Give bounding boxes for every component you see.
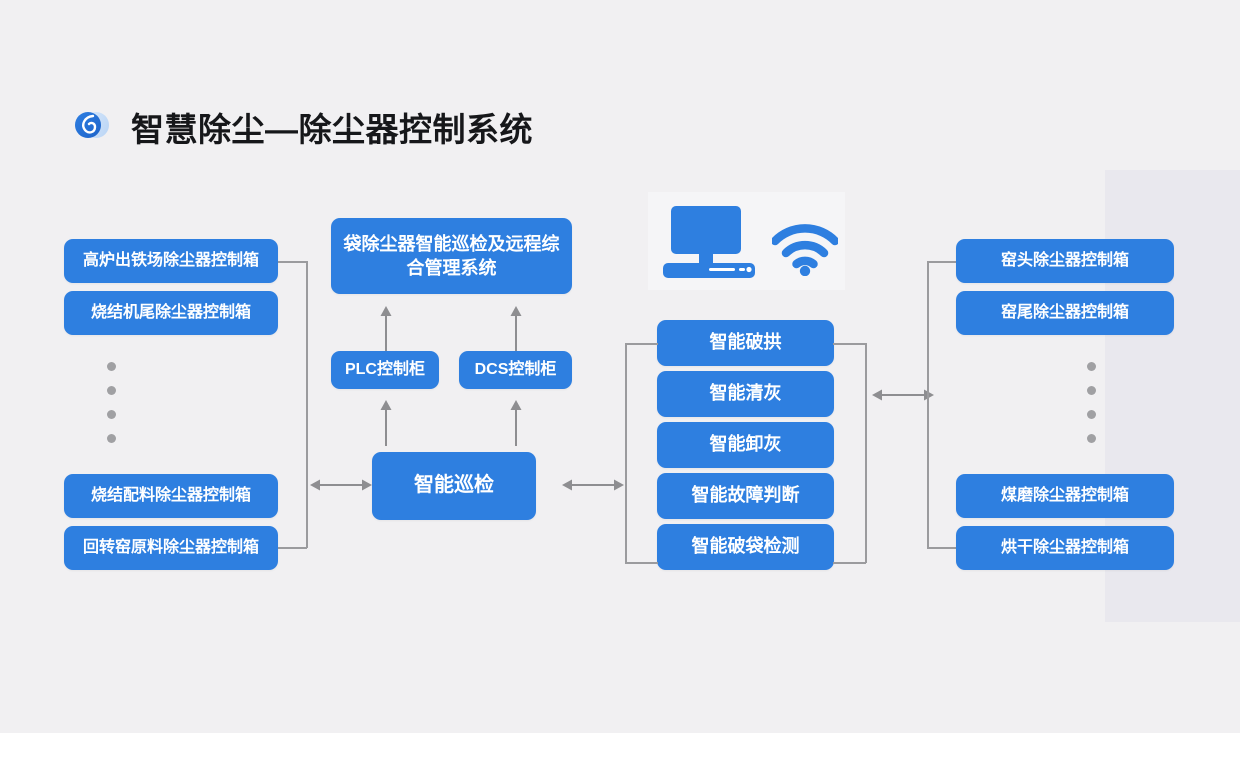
function-left-bracket-stub-bottom xyxy=(625,562,658,564)
left-box-blast-furnace[interactable]: 高炉出铁场除尘器控制箱 xyxy=(64,239,278,283)
right-bracket-spine xyxy=(927,261,929,548)
function-right-bracket-stub-top xyxy=(833,343,866,345)
function-left-bracket-stub-top xyxy=(625,343,658,345)
left-bracket-stub-bottom xyxy=(278,547,307,549)
dot xyxy=(107,386,116,395)
dot xyxy=(107,434,116,443)
function-box-bag-break-detection[interactable]: 智能破袋检测 xyxy=(657,524,834,570)
wifi-signal-icon xyxy=(770,224,840,277)
page-title: 智慧除尘—除尘器控制系统 xyxy=(131,111,533,148)
left-ellipsis-dots xyxy=(107,362,116,443)
dot xyxy=(1087,386,1096,395)
function-box-fault-diagnosis[interactable]: 智能故障判断 xyxy=(657,473,834,519)
arrow-inspection-to-plc xyxy=(378,400,394,446)
function-right-bracket-spine xyxy=(865,343,867,563)
dot xyxy=(107,410,116,419)
arrow-plc-to-system xyxy=(378,306,394,352)
left-box-sinter-batching[interactable]: 烧结配料除尘器控制箱 xyxy=(64,474,278,518)
right-bracket-stub-bottom xyxy=(927,547,957,549)
arrow-inspection-to-dcs xyxy=(508,400,524,446)
function-box-arch-breaking[interactable]: 智能破拱 xyxy=(657,320,834,366)
arrow-left-to-inspection xyxy=(310,476,372,494)
dot xyxy=(1087,362,1096,371)
left-box-sinter-tail[interactable]: 烧结机尾除尘器控制箱 xyxy=(64,291,278,335)
function-right-bracket-stub-bottom xyxy=(833,562,866,564)
dot xyxy=(1087,434,1096,443)
right-box-kiln-tail[interactable]: 窑尾除尘器控制箱 xyxy=(956,291,1174,335)
right-ellipsis-dots xyxy=(1087,362,1096,443)
swirl-logo-icon xyxy=(72,105,112,145)
right-bracket-stub-top xyxy=(927,261,957,263)
arrow-functions-to-right xyxy=(872,386,934,404)
arrow-inspection-to-functions xyxy=(562,476,624,494)
dot xyxy=(107,362,116,371)
function-box-ash-cleaning[interactable]: 智能清灰 xyxy=(657,371,834,417)
left-bracket-stub-top xyxy=(278,261,307,263)
center-box-intelligent-inspection[interactable]: 智能巡检 xyxy=(372,452,536,520)
function-box-ash-discharge[interactable]: 智能卸灰 xyxy=(657,422,834,468)
left-bracket-spine xyxy=(306,261,308,548)
right-box-coal-mill[interactable]: 煤磨除尘器控制箱 xyxy=(956,474,1174,518)
desktop-computer-icon xyxy=(663,204,759,280)
function-left-bracket-spine xyxy=(625,343,627,563)
right-box-kiln-head[interactable]: 窑头除尘器控制箱 xyxy=(956,239,1174,283)
dot xyxy=(1087,410,1096,419)
center-box-dcs-cabinet[interactable]: DCS控制柜 xyxy=(459,351,572,389)
right-box-drying[interactable]: 烘干除尘器控制箱 xyxy=(956,526,1174,570)
arrow-dcs-to-system xyxy=(508,306,524,352)
left-box-rotary-kiln[interactable]: 回转窑原料除尘器控制箱 xyxy=(64,526,278,570)
slide-background xyxy=(0,0,1240,733)
center-box-plc-cabinet[interactable]: PLC控制柜 xyxy=(331,351,439,389)
center-box-management-system[interactable]: 袋除尘器智能巡检及远程综合管理系统 xyxy=(331,218,572,294)
